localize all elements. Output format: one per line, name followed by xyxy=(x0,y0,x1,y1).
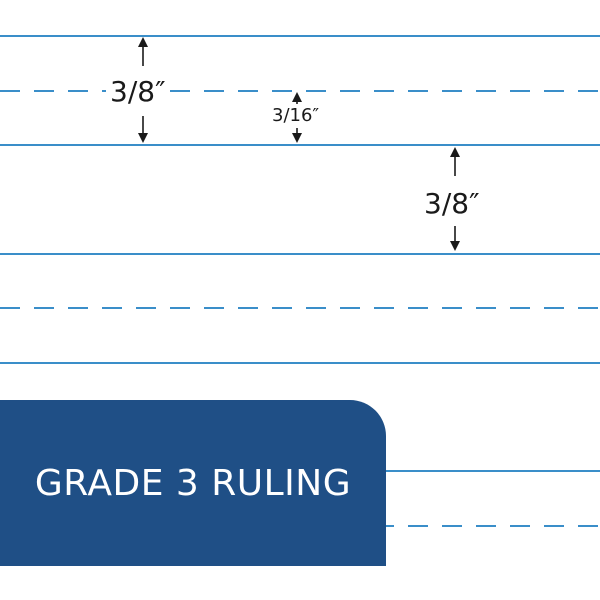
dimension-arrow-right-up xyxy=(450,147,460,176)
dimension-arrow-right-down xyxy=(450,226,460,251)
dimension-label-midline: 3/16″ xyxy=(270,105,322,126)
dimension-label-skip-space: 3/8″ xyxy=(420,190,484,218)
dimension-arrow-small-up xyxy=(292,92,302,104)
grade-title: GRADE 3 RULING xyxy=(34,462,352,504)
dimension-arrow-small-down xyxy=(292,128,302,143)
dimension-label-writing-height: 3/8″ xyxy=(106,78,170,106)
dimension-arrow-top-up xyxy=(138,37,148,66)
dimension-arrow-top-down xyxy=(138,116,148,143)
grade-banner: GRADE 3 RULING xyxy=(0,400,386,566)
